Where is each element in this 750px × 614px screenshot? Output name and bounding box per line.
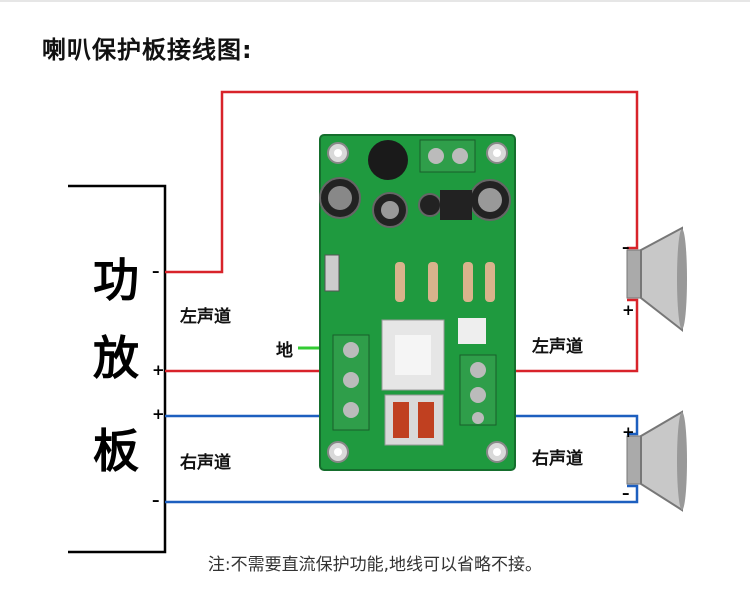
right-minus-wire [165, 484, 639, 504]
speaker-bottom-icon [626, 410, 687, 512]
mounting-hole-icon [327, 142, 508, 463]
amp-left-plus-sign: + [152, 361, 165, 379]
right-channel-amp-label: 右声道 [180, 453, 231, 473]
amp-left-minus-sign: – [152, 262, 160, 280]
amplifier-label-char: 放 [93, 331, 139, 385]
speaker-top-icon [626, 226, 687, 333]
footnote: 注:不需要直流保护功能,地线可以省略不接。 [207, 555, 543, 575]
left-minus-wire [165, 90, 639, 274]
left-speaker-plus-wire [498, 298, 639, 373]
amplifier-bracket [68, 184, 167, 554]
speaker-bottom-plus-sign: + [622, 423, 635, 441]
top-border-line [0, 0, 750, 2]
amp-right-minus-sign: – [152, 491, 160, 509]
right-speaker-plus-wire [498, 414, 639, 436]
speaker-top-plus-sign: + [622, 301, 635, 319]
left-channel-amp-label: 左声道 [180, 307, 231, 327]
amp-right-plus-sign: + [152, 405, 165, 423]
ground-label: 地 [276, 341, 293, 361]
diagram-title: 喇叭保护板接线图: [42, 36, 253, 64]
amplifier-label-char: 功 [93, 253, 139, 307]
speaker-bottom-minus-sign: – [622, 484, 630, 502]
right-channel-speaker-label: 右声道 [532, 449, 583, 469]
protection-board [319, 134, 516, 471]
amplifier-label-char: 板 [93, 424, 139, 478]
speaker-top-minus-sign: – [622, 238, 630, 256]
left-channel-speaker-label: 左声道 [532, 337, 583, 357]
